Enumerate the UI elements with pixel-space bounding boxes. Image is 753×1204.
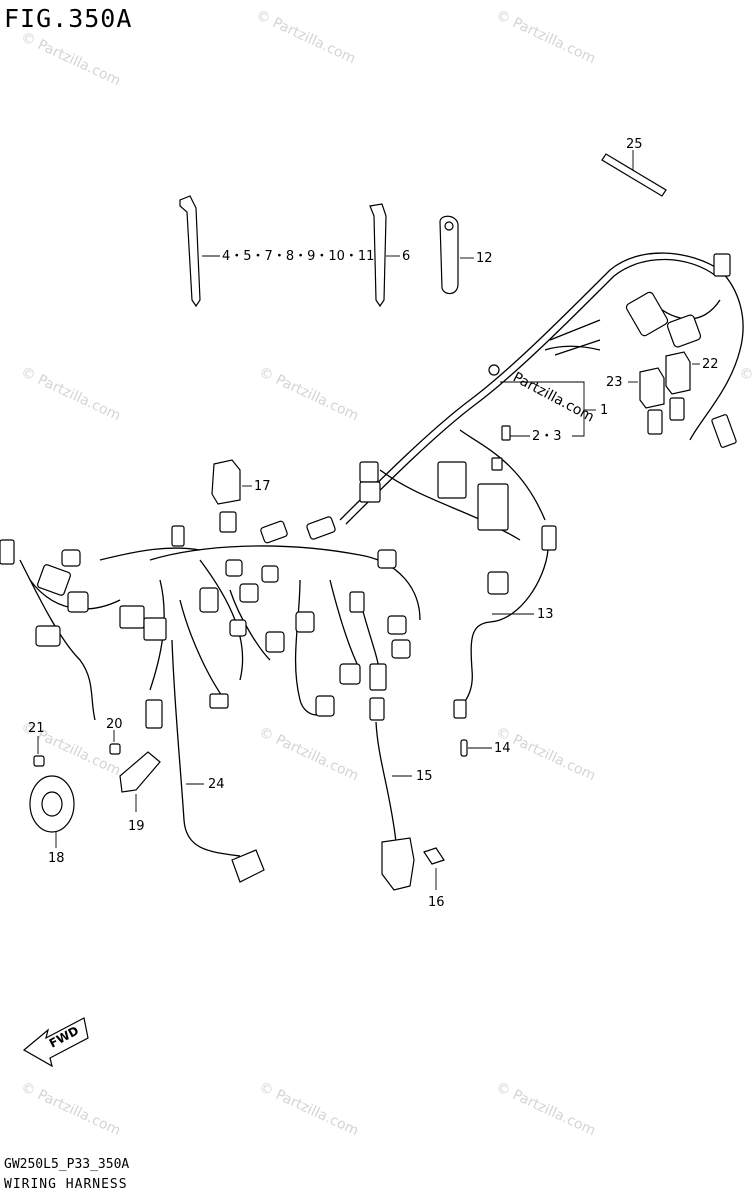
watermark: © Partzilla.com bbox=[18, 1079, 123, 1139]
callout-labels: 1 2・3 4・5・7・8・9・10・11 6 12 13 14 15 16 1… bbox=[28, 137, 719, 910]
callout-label[interactable]: 4・5・7・8・9・10・11 bbox=[222, 249, 374, 264]
switch-part[interactable] bbox=[375, 721, 415, 891]
figure-code: GW250L5_P33_350A bbox=[4, 1157, 130, 1172]
watermark: © Partzilla.com bbox=[736, 364, 753, 424]
leader-lines bbox=[488, 364, 596, 437]
bolt-part[interactable] bbox=[33, 736, 45, 767]
watermark: © Partzilla.com bbox=[256, 724, 361, 784]
callout-label[interactable]: 15 bbox=[416, 769, 433, 784]
figure-name: WIRING HARNESS bbox=[4, 1177, 128, 1192]
main-harness-wires bbox=[19, 252, 744, 721]
callout-label[interactable]: 2・3 bbox=[532, 429, 562, 444]
protector-strip-part[interactable] bbox=[601, 150, 667, 197]
sensor-lead-part[interactable] bbox=[453, 549, 549, 719]
relay-part[interactable] bbox=[211, 459, 252, 505]
watermark: © Partzilla.com bbox=[493, 7, 598, 67]
callout-label[interactable]: 22 bbox=[702, 357, 719, 372]
callout-label[interactable]: 21 bbox=[28, 721, 45, 736]
horn-part[interactable] bbox=[29, 775, 75, 848]
callout-label[interactable]: 19 bbox=[128, 819, 145, 834]
callout-label[interactable]: 17 bbox=[254, 479, 271, 494]
callout-label[interactable]: 1 bbox=[600, 403, 608, 418]
watermark: © Partzilla.com bbox=[253, 7, 358, 67]
lead-wire-part[interactable] bbox=[171, 639, 265, 883]
watermark: © Partzilla.com bbox=[18, 29, 123, 89]
relay-part[interactable] bbox=[628, 351, 700, 409]
watermark: © Partzilla.com bbox=[256, 1079, 361, 1139]
bolt-part[interactable] bbox=[423, 847, 445, 890]
clamp-part[interactable] bbox=[439, 215, 474, 295]
callout-label[interactable]: 6 bbox=[402, 249, 410, 264]
callout-label[interactable]: 25 bbox=[626, 137, 643, 152]
cable-tie-part[interactable] bbox=[179, 195, 220, 308]
screw-part[interactable] bbox=[460, 739, 492, 757]
cable-tie-part[interactable] bbox=[369, 203, 400, 308]
callout-label[interactable]: 23 bbox=[606, 375, 623, 390]
watermark: © Partzilla.com bbox=[18, 364, 123, 424]
callout-label[interactable]: 14 bbox=[494, 741, 511, 756]
callout-label[interactable]: 16 bbox=[428, 895, 445, 910]
bolt-part[interactable] bbox=[109, 730, 121, 755]
connector-group[interactable] bbox=[0, 253, 737, 729]
watermark: © Partzilla.com bbox=[493, 1079, 598, 1139]
watermark: © Partzilla.com bbox=[256, 364, 361, 424]
bracket-part[interactable] bbox=[119, 751, 161, 812]
callout-label[interactable]: 12 bbox=[476, 251, 493, 266]
callout-label[interactable]: 18 bbox=[48, 851, 65, 866]
callout-label[interactable]: 24 bbox=[208, 777, 225, 792]
fwd-arrow-icon: FWD bbox=[22, 1017, 89, 1068]
figure-title: FIG.350A bbox=[4, 4, 133, 33]
callout-label[interactable]: 20 bbox=[106, 717, 123, 732]
callout-label[interactable]: 13 bbox=[537, 607, 554, 622]
